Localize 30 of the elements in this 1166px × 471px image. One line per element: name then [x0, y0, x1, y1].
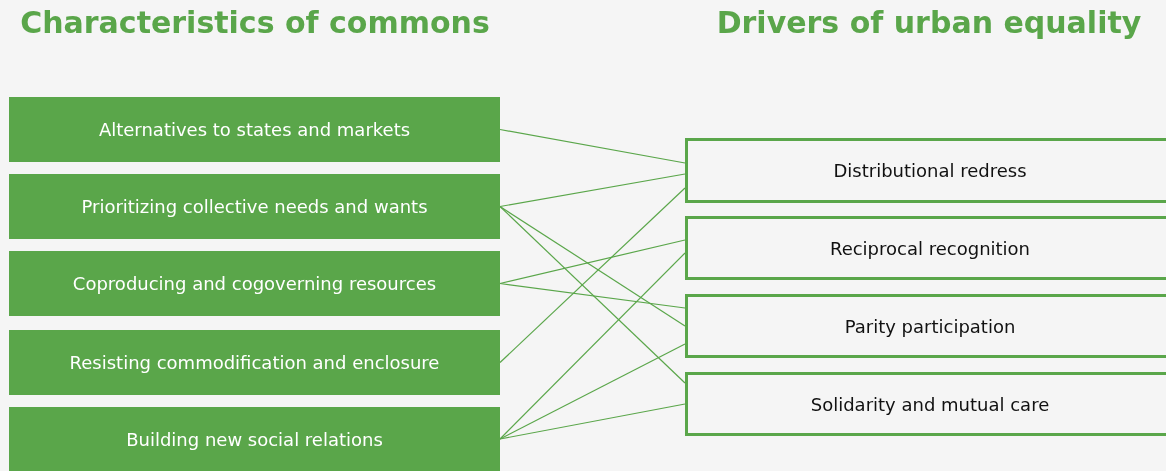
connector-line: [499, 205, 686, 384]
characteristic-box: [9, 174, 500, 239]
connector-line: [499, 282, 686, 309]
driver-box: [685, 372, 1166, 436]
box-label: Solidarity and mutual care: [810, 393, 1050, 415]
connector-line: [499, 173, 686, 208]
connector-line: [499, 403, 686, 440]
connector-line: [499, 252, 686, 440]
driver-box: [685, 216, 1166, 280]
characteristic-box: [9, 97, 500, 162]
connector-line: [499, 343, 686, 440]
box-label: Building new social relations: [126, 428, 383, 450]
box-label: Alternatives to states and markets: [98, 119, 411, 140]
connector-line: [499, 128, 686, 164]
driver-box: [685, 294, 1166, 358]
box-label: Coproducing and cogoverning resources: [72, 273, 437, 294]
characteristic-box: [9, 407, 500, 471]
connector-line: [499, 205, 686, 327]
column-heading: Drivers of urban equality: [716, 4, 1142, 40]
box-label: Reciprocal recognition: [829, 237, 1031, 259]
box-label: Parity participation: [844, 315, 1016, 337]
box-label: Resisting commodification and enclosure: [69, 352, 440, 373]
box-label: Distributional redress: [833, 160, 1027, 181]
driver-box: [685, 138, 1166, 203]
connector-line: [499, 187, 686, 364]
connector-line: [499, 239, 686, 285]
box-label: Prioritizing collective needs and wants: [81, 196, 428, 217]
characteristic-box: [9, 330, 500, 395]
column-heading: Characteristics of commons: [20, 4, 490, 40]
characteristic-box: [9, 251, 500, 316]
